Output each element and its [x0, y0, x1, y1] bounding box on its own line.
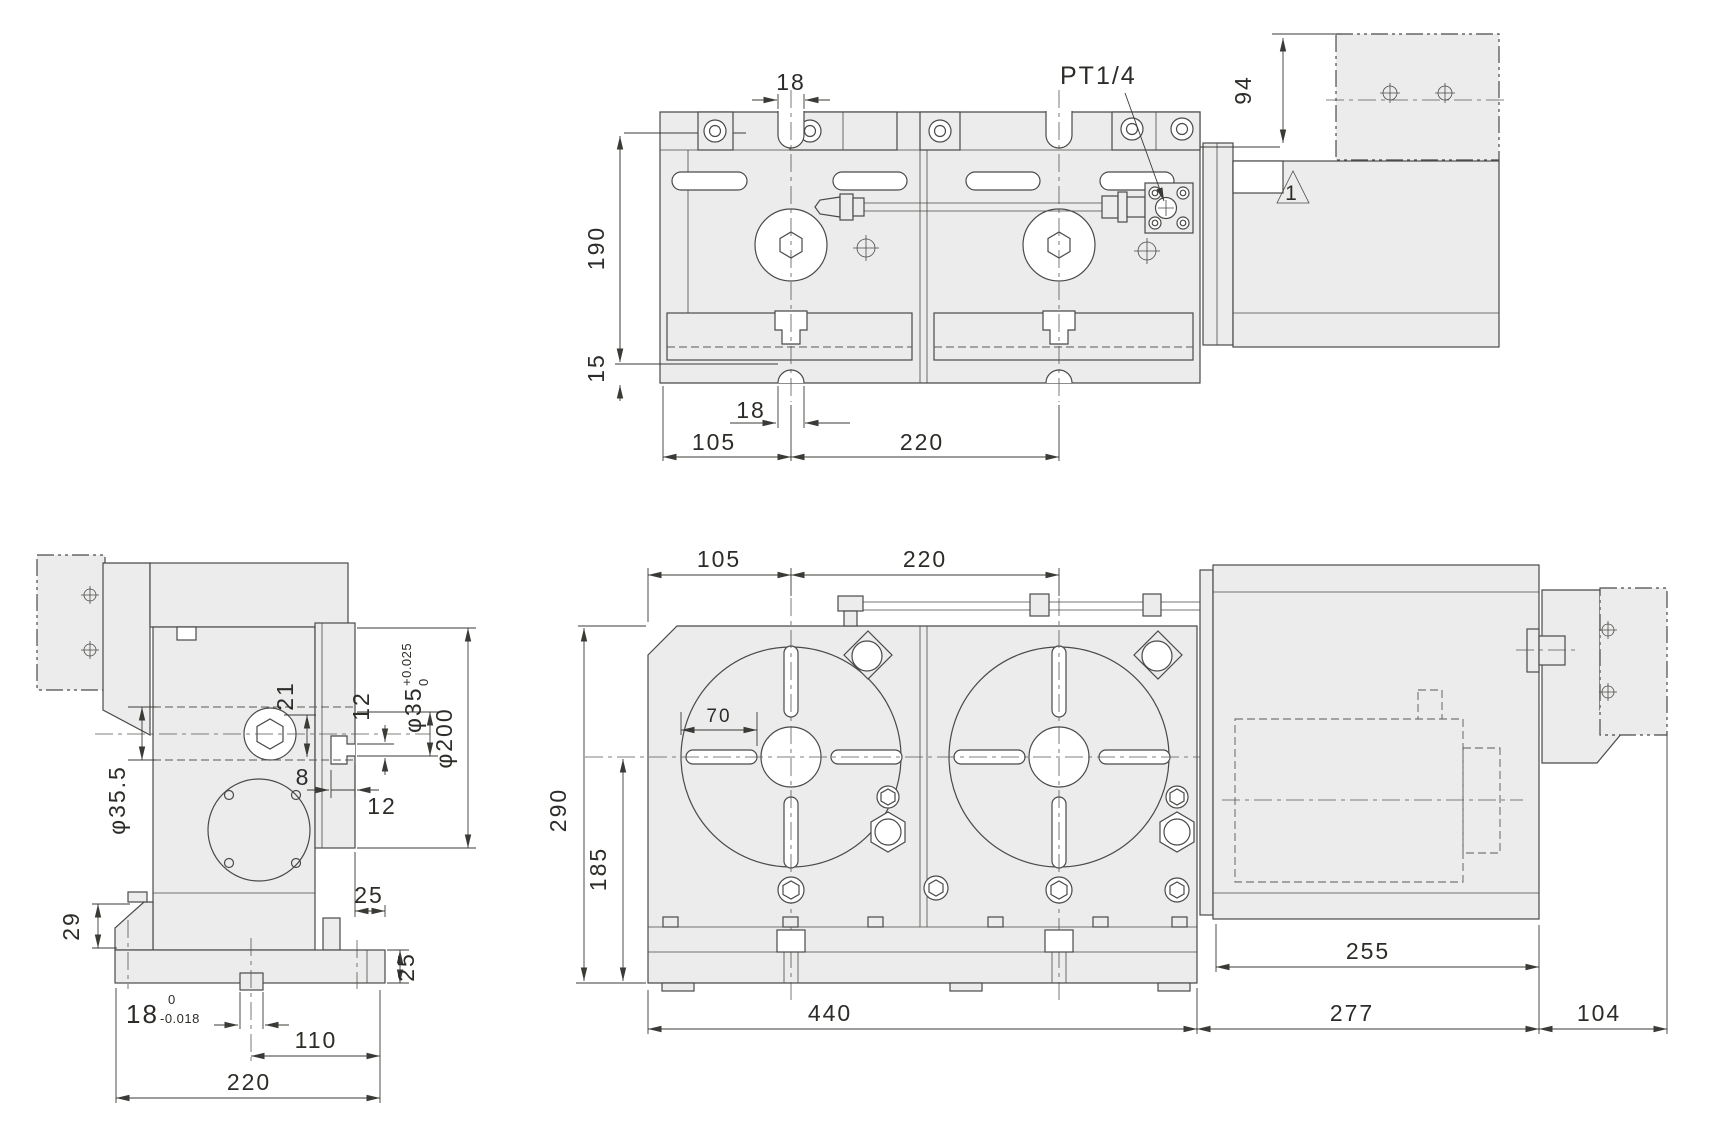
dim-12-slot: 12 — [348, 691, 374, 721]
motor-hidden-outline — [1222, 689, 1523, 883]
dim-255: 255 — [1346, 938, 1390, 964]
dim-21: 21 — [272, 681, 298, 711]
locating-tenon — [239, 972, 264, 991]
t-slot-profile — [330, 735, 355, 765]
mount-screws-front — [777, 875, 1190, 904]
air-pipe-plan — [814, 191, 1146, 223]
dim-15: 15 — [583, 353, 609, 383]
phantom-bracket-plan — [1326, 33, 1508, 161]
side-view: φ35.5 21 12 φ35 +0.025 0 φ200 8 12 — [36, 554, 476, 1103]
svg-text:0: 0 — [416, 678, 431, 686]
svg-text:φ35: φ35 — [400, 687, 426, 734]
dim-shaft-dia: φ35.5 — [104, 765, 130, 835]
module-divider — [919, 150, 928, 383]
top-body — [659, 111, 1201, 384]
pt14-leader — [1124, 92, 1165, 202]
dim-185: 185 — [585, 847, 611, 891]
dim-tenon-tol-upper: 0 — [168, 992, 176, 1007]
t-slot-notch-bottom — [777, 369, 1073, 384]
top-rail-clamps — [697, 111, 1201, 151]
dim-110: 110 — [295, 1027, 338, 1053]
module-divider-front — [919, 626, 928, 927]
locating-hole-icon — [853, 235, 1160, 264]
air-port-block — [1144, 182, 1194, 234]
adapter-column-plan — [1202, 142, 1234, 346]
dim-air-port: PT1/4 — [1060, 62, 1137, 90]
eye-bolt-pad — [843, 630, 1183, 680]
dim-25-base: 25 — [393, 952, 419, 982]
dim-220-front: 220 — [903, 546, 947, 572]
dim-94: 94 — [1230, 75, 1256, 105]
dim-25-face: 25 — [354, 882, 384, 908]
dim-104: 104 — [1577, 1000, 1621, 1026]
motor-body-side — [149, 562, 349, 628]
clamp-bolt-cluster — [870, 785, 1195, 853]
dim-12-depth: 12 — [367, 793, 397, 819]
motor-housing-plan — [1232, 160, 1500, 348]
base-foot-side — [114, 901, 154, 951]
front-view-dimensions: 105 220 70 290 185 440 255 277 104 — [545, 546, 1668, 1034]
dim-105-front: 105 — [697, 546, 741, 572]
phantom-bracket-front — [1599, 587, 1668, 736]
motor-housing-front — [1212, 564, 1540, 920]
column-side — [152, 626, 316, 951]
air-pipe-front — [837, 593, 1203, 627]
revision-flag: 1 — [1276, 170, 1310, 205]
side-view-dimensions: φ35.5 21 12 φ35 +0.025 0 φ200 8 12 — [58, 627, 476, 1103]
dim-290: 290 — [545, 788, 571, 832]
dim-277: 277 — [1330, 1000, 1374, 1026]
base-details-front — [661, 916, 1191, 992]
dim-8: 8 — [296, 764, 311, 790]
revision-flag-number: 1 — [1285, 182, 1299, 205]
front-view: 105 220 70 290 185 440 255 277 104 — [545, 546, 1668, 1034]
dim-70: 70 — [706, 706, 731, 727]
dim-440: 440 — [808, 1000, 852, 1026]
top-view: 1 18 PT1/4 94 190 15 18 105 — [583, 33, 1508, 461]
dim-bore-tolerance: φ35 +0.025 0 — [399, 643, 431, 733]
dim-slot-bottom: 18 — [736, 397, 766, 423]
motor-flange-side — [102, 562, 151, 736]
phantom-bracket-side — [36, 554, 106, 691]
dim-220-side: 220 — [227, 1069, 271, 1095]
dim-29: 29 — [58, 911, 84, 941]
dim-tenon: 18 — [126, 999, 159, 1029]
adapter-column-front — [1199, 569, 1214, 916]
top-view-dimensions: 18 PT1/4 94 190 15 18 105 220 — [583, 33, 1342, 461]
dim-220: 220 — [900, 429, 944, 455]
dim-190: 190 — [583, 226, 609, 270]
gear-cover-side — [207, 778, 311, 882]
dim-105: 105 — [692, 429, 736, 455]
dim-tenon-tol-lower: -0.018 — [160, 1011, 200, 1026]
svg-text:+0.025: +0.025 — [399, 643, 414, 686]
dim-face-dia: φ200 — [431, 707, 457, 768]
dim-slot-top: 18 — [776, 69, 806, 95]
front-body — [647, 625, 1198, 984]
